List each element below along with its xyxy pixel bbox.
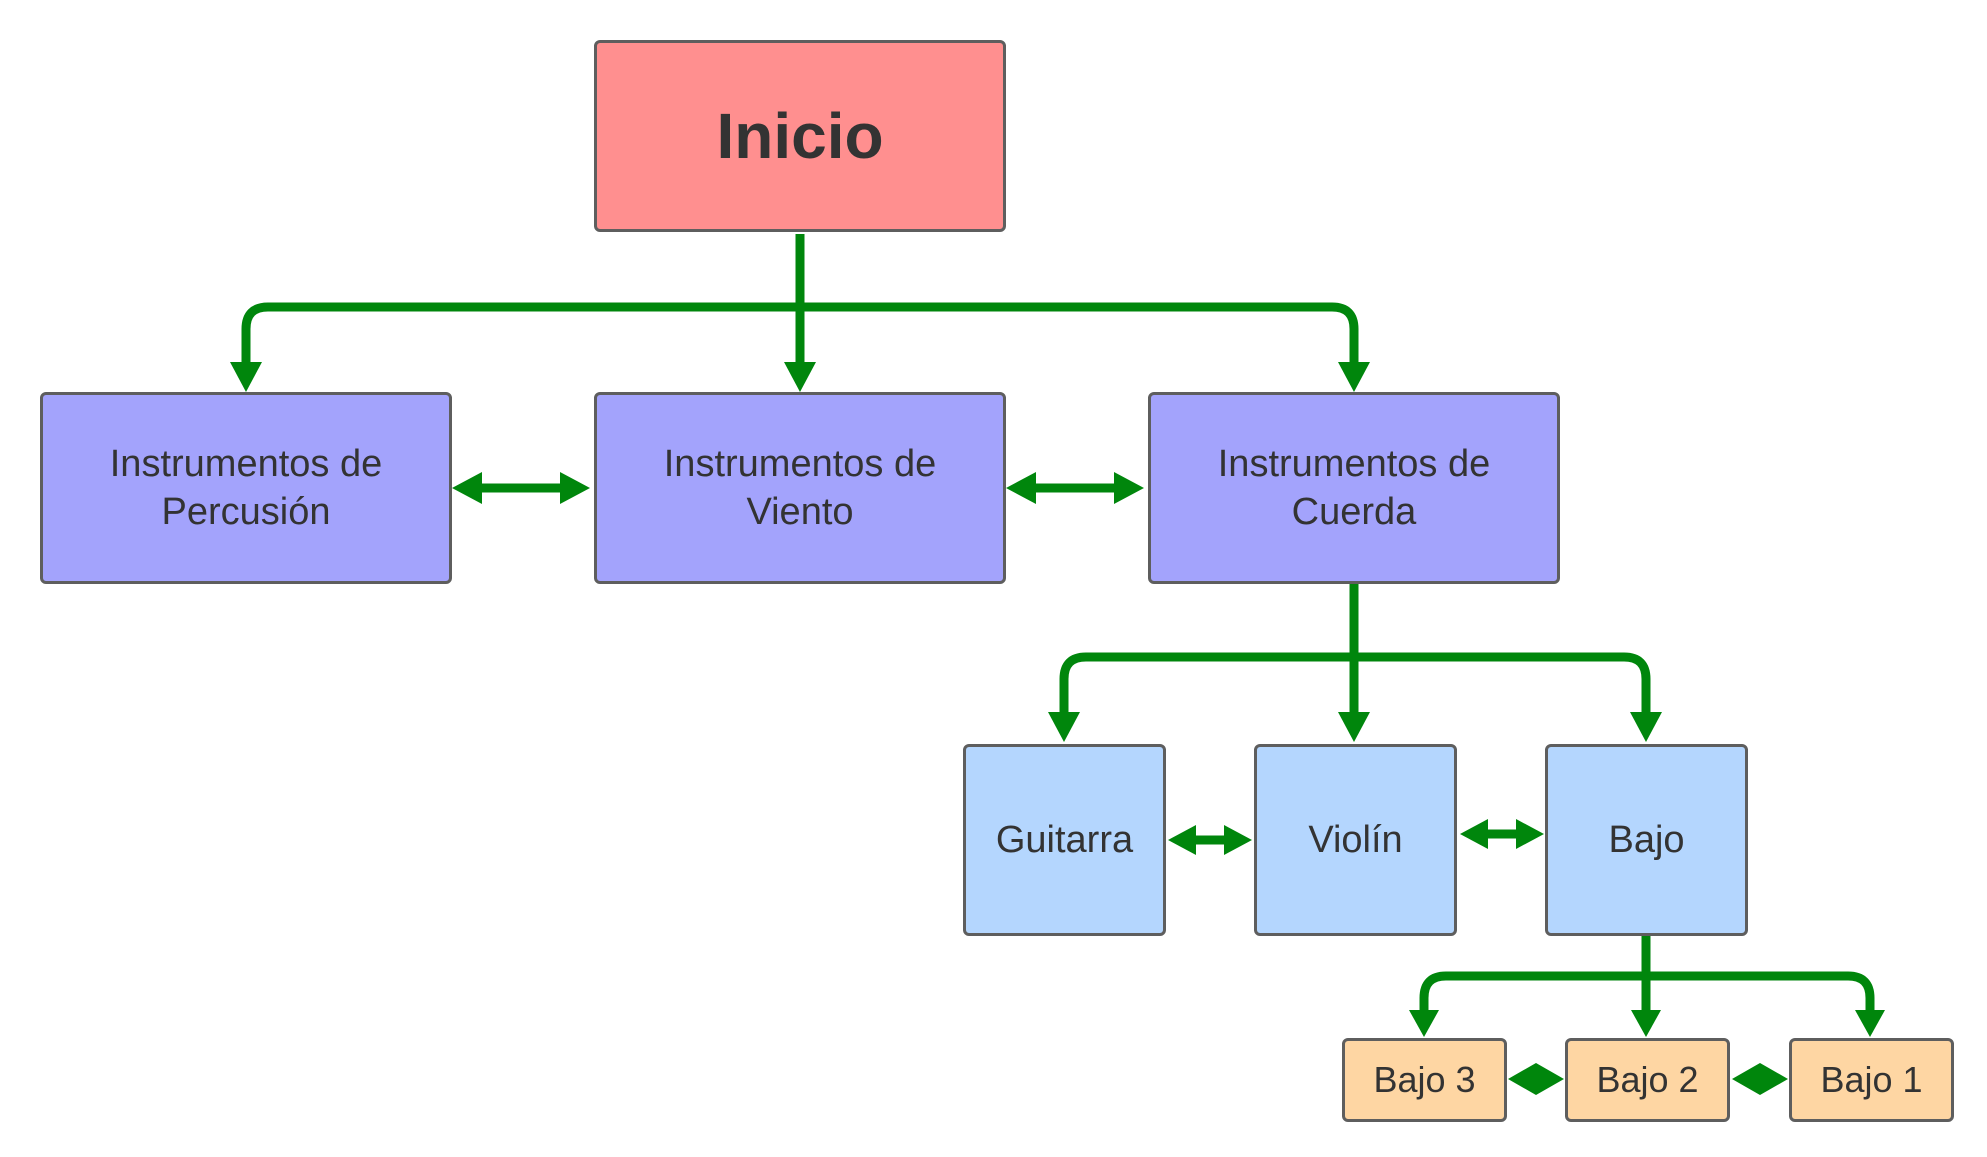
arrowhead-violin-left bbox=[1460, 819, 1488, 849]
node-violin: Violín bbox=[1254, 744, 1457, 936]
node-bajo3: Bajo 3 bbox=[1342, 1038, 1507, 1122]
node-viento-label: Instrumentos de Viento bbox=[663, 443, 937, 533]
arrowhead-percusion bbox=[230, 362, 262, 392]
node-bajo-label: Bajo bbox=[1608, 818, 1685, 861]
arrowhead-cuerda-right bbox=[1114, 472, 1144, 504]
arrowhead-viento bbox=[784, 362, 816, 392]
node-bajo1-label: Bajo 1 bbox=[1820, 1059, 1923, 1100]
node-cuerda-label: Instrumentos de Cuerda bbox=[1217, 443, 1491, 533]
edge-bajo-bajo3 bbox=[1419, 936, 1651, 1014]
edge-cuerda-bajo bbox=[1349, 584, 1651, 718]
node-inicio: Inicio bbox=[594, 40, 1006, 232]
node-bajo3-label: Bajo 3 bbox=[1373, 1059, 1476, 1100]
arrowhead-bajo-right bbox=[1516, 819, 1544, 849]
arrowhead-guitarra bbox=[1048, 712, 1080, 742]
arrowhead-violin-right bbox=[1224, 825, 1252, 855]
node-violin-label: Violín bbox=[1308, 818, 1403, 861]
edge-inicio-cuerda bbox=[795, 234, 1359, 368]
arrowhead-bajo2-bajo3 bbox=[1536, 1063, 1564, 1095]
node-percusion: Instrumentos de Percusión bbox=[40, 392, 452, 584]
node-bajo2: Bajo 2 bbox=[1565, 1038, 1730, 1122]
node-bajo: Bajo bbox=[1545, 744, 1748, 936]
arrowhead-bajo bbox=[1630, 712, 1662, 742]
arrowhead-bajo1-bajo2 bbox=[1760, 1063, 1788, 1095]
arrowhead-cuerda bbox=[1338, 362, 1370, 392]
arrowhead-viento-left bbox=[1006, 472, 1036, 504]
edge-inicio-percusion bbox=[241, 234, 805, 368]
arrowhead-bajo1 bbox=[1855, 1010, 1885, 1037]
node-guitarra-label: Guitarra bbox=[995, 818, 1134, 861]
node-percusion-label: Instrumentos de Percusión bbox=[109, 443, 383, 533]
arrowhead-violin bbox=[1338, 712, 1370, 742]
arrowhead-percusion-left bbox=[452, 472, 482, 504]
edge-bajo-bajo1 bbox=[1646, 971, 1875, 1014]
arrowhead-bajo3-bajo2 bbox=[1508, 1063, 1536, 1095]
arrowhead-guitarra-left bbox=[1168, 825, 1196, 855]
arrowhead-viento-right bbox=[560, 472, 590, 504]
arrowhead-bajo2 bbox=[1631, 1010, 1661, 1037]
node-bajo2-label: Bajo 2 bbox=[1596, 1059, 1699, 1100]
node-viento: Instrumentos de Viento bbox=[594, 392, 1006, 584]
node-cuerda: Instrumentos de Cuerda bbox=[1148, 392, 1560, 584]
edge-cuerda-guitarra bbox=[1059, 584, 1359, 718]
node-bajo1: Bajo 1 bbox=[1789, 1038, 1954, 1122]
node-inicio-label: Inicio bbox=[716, 100, 884, 172]
node-guitarra: Guitarra bbox=[963, 744, 1166, 936]
arrowhead-bajo3 bbox=[1409, 1010, 1439, 1037]
arrowhead-bajo2-bajo1 bbox=[1732, 1063, 1760, 1095]
